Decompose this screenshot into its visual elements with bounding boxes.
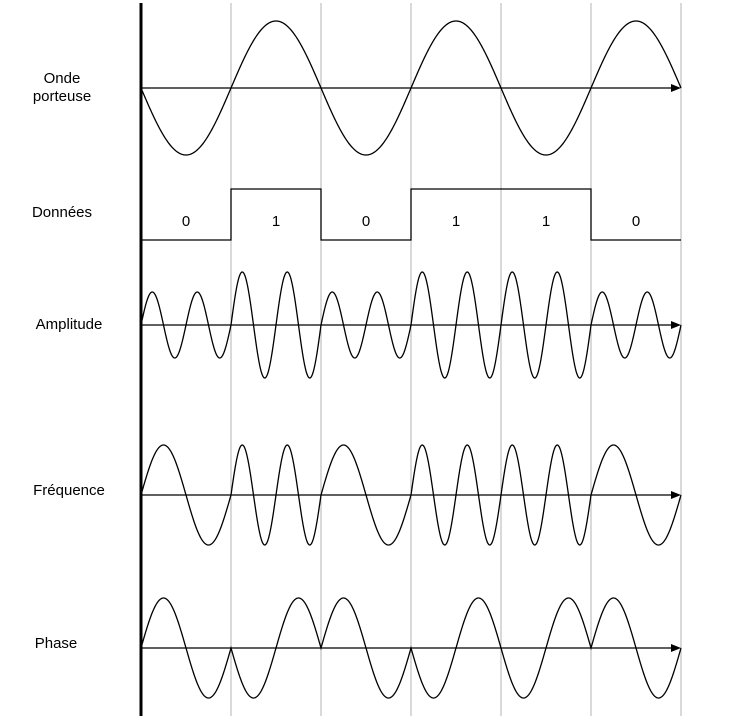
bit-value-label: 1 [272,213,280,230]
bit-value-label: 1 [452,213,460,230]
baseline-arrows [141,84,681,652]
label-onde-porteuse: Onde porteuse [14,70,110,106]
frequency-wave [140,444,682,546]
bit-value-label: 0 [182,213,190,230]
label-onde-porteuse-line2: porteuse [32,88,92,105]
phase-wave [140,597,682,699]
time-slot-dividers [230,3,682,716]
arrow-head [671,491,681,499]
data-square-wave [141,188,681,241]
label-amplitude: Amplitude [35,316,103,333]
arrow-head [671,321,681,329]
label-frequence: Fréquence [33,482,105,499]
data-bit-labels: 0 1 0 1 1 0 [182,213,640,230]
waveforms [140,20,682,699]
bit-value-label: 1 [542,213,550,230]
label-onde-porteuse-line1: Onde [43,70,81,87]
arrow-head [671,84,681,92]
label-donnees: Données [31,204,93,221]
label-phase: Phase [34,635,78,652]
bit-value-label: 0 [632,213,640,230]
arrow-head [671,644,681,652]
amplitude-wave [140,271,682,379]
carrier-wave [140,20,682,156]
bit-value-label: 0 [362,213,370,230]
